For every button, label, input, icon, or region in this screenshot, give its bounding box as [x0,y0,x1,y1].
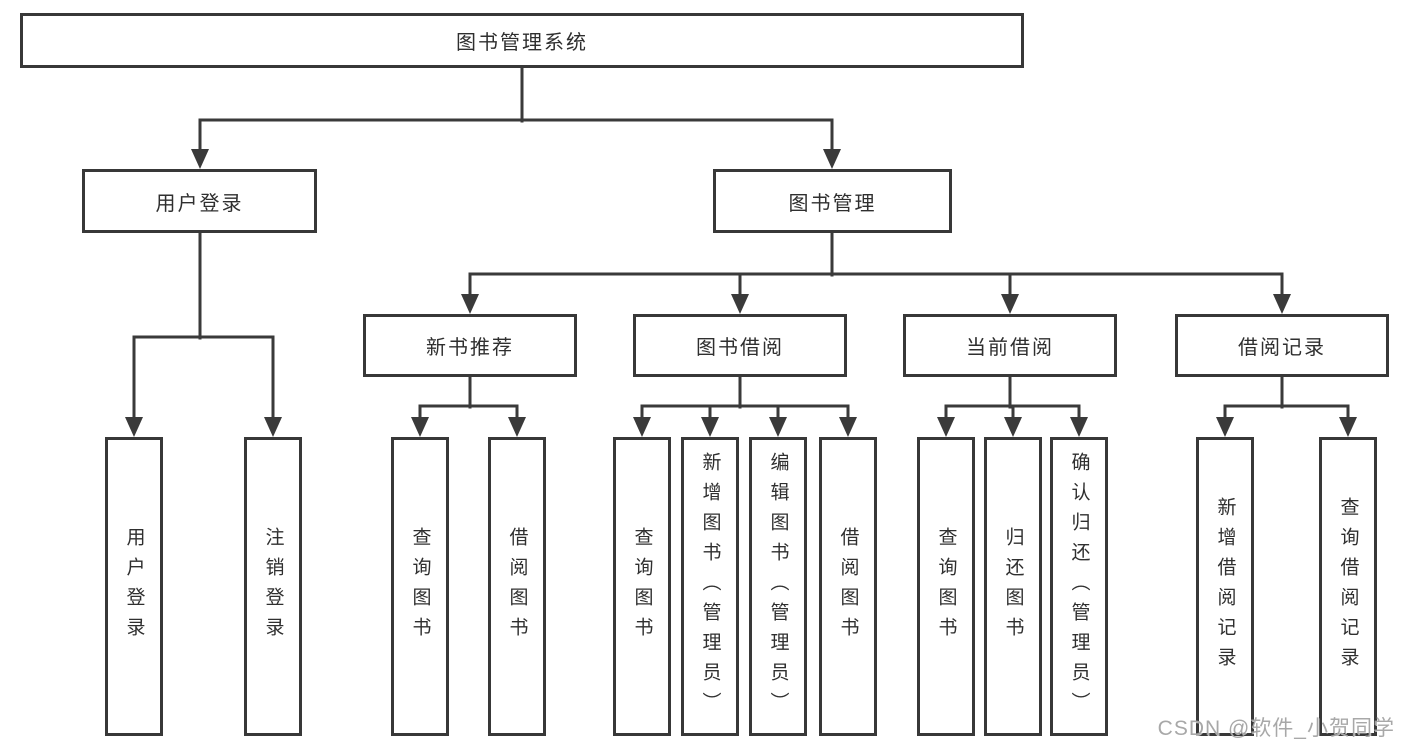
node-label: 新增图书（管理员） [699,451,721,722]
leaf-logout: 注销登录 [244,437,302,736]
node-label: 查询图书 [935,526,957,647]
node-library-system: 图书管理系统 [20,13,1024,68]
node-label: 归还图书 [1002,526,1024,647]
node-book-management: 图书管理 [713,169,952,233]
node-borrowing-records: 借阅记录 [1175,314,1389,377]
leaf-edit-book-admin: 编辑图书（管理员） [749,437,807,736]
leaf-add-book-admin: 新增图书（管理员） [681,437,739,736]
leaf-confirm-return-admin: 确认归还（管理员） [1050,437,1108,736]
leaf-return-book: 归还图书 [984,437,1042,736]
node-label: 注销登录 [262,526,284,647]
node-label: 查询图书 [631,526,653,647]
node-label: 借阅图书 [837,526,859,647]
node-label: 用户登录 [123,526,145,647]
leaf-query-books-current: 查询图书 [917,437,975,736]
node-label: 查询图书 [409,526,431,647]
node-new-book-recommend: 新书推荐 [363,314,577,377]
leaf-query-books-recommend: 查询图书 [391,437,449,736]
leaf-add-borrow-record: 新增借阅记录 [1196,437,1254,736]
node-label: 新增借阅记录 [1214,496,1236,677]
leaf-user-login: 用户登录 [105,437,163,736]
leaf-query-books-borrowing: 查询图书 [613,437,671,736]
node-label: 编辑图书（管理员） [767,451,789,722]
node-label: 借阅记录 [1238,337,1326,359]
node-label: 图书借阅 [696,337,784,359]
leaf-query-borrow-record: 查询借阅记录 [1319,437,1377,736]
node-label: 确认归还（管理员） [1068,451,1090,722]
node-user-login-branch: 用户登录 [82,169,317,233]
node-label: 用户登录 [155,192,244,215]
node-book-borrowing: 图书借阅 [633,314,847,377]
node-current-borrowing: 当前借阅 [903,314,1117,377]
node-label: 借阅图书 [506,526,528,647]
leaf-borrow-books-borrowing: 借阅图书 [819,437,877,736]
node-label: 新书推荐 [426,337,514,359]
node-label: 图书管理系统 [456,32,588,54]
node-label: 图书管理 [788,192,877,215]
csdn-watermark: CSDN @软件_小贺同学 [1157,717,1395,740]
leaf-borrow-books-recommend: 借阅图书 [488,437,546,736]
node-label: 查询借阅记录 [1337,496,1359,677]
node-label: 当前借阅 [966,337,1054,359]
